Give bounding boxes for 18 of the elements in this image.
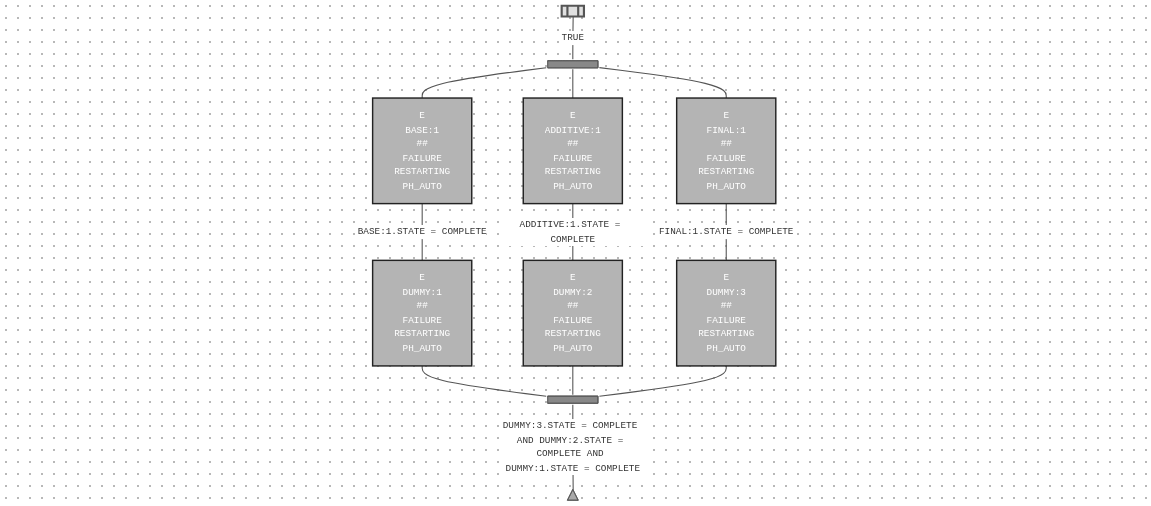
- edge-label: ADDITIVE:1.STATE = COMPLETE: [519, 219, 621, 245]
- node-box: E ADDITIVE:1 ## FAILURE RESTARTING PH_AUTO: [522, 97, 623, 205]
- edge-label: TRUE: [561, 32, 584, 44]
- node-box: E DUMMY:3 ## FAILURE RESTARTING PH_AUTO: [675, 259, 777, 367]
- node-box: E BASE:1 ## FAILURE RESTARTING PH_AUTO: [371, 97, 473, 205]
- connector: [572, 365, 574, 396]
- edge-label: BASE:1.STATE = COMPLETE: [357, 226, 487, 238]
- connector: [572, 68, 574, 99]
- connector: [421, 365, 547, 397]
- edge-label: FINAL:1.STATE = COMPLETE: [658, 226, 794, 238]
- node-box: E FINAL:1 ## FAILURE RESTARTING PH_AUTO: [675, 97, 777, 205]
- node-box: E DUMMY:1 ## FAILURE RESTARTING PH_AUTO: [371, 259, 473, 367]
- connector: [598, 365, 727, 397]
- edge-label: DUMMY:3.STATE = COMPLETE AND DUMMY:2.STATE = COMPLETE AND DUMMY:1.STATE = COMPLETE: [502, 420, 640, 474]
- node-box: E DUMMY:2 ## FAILURE RESTARTING PH_AUTO: [522, 259, 623, 367]
- node-box: [560, 4, 585, 18]
- connector: [421, 67, 547, 99]
- connector: [598, 67, 727, 99]
